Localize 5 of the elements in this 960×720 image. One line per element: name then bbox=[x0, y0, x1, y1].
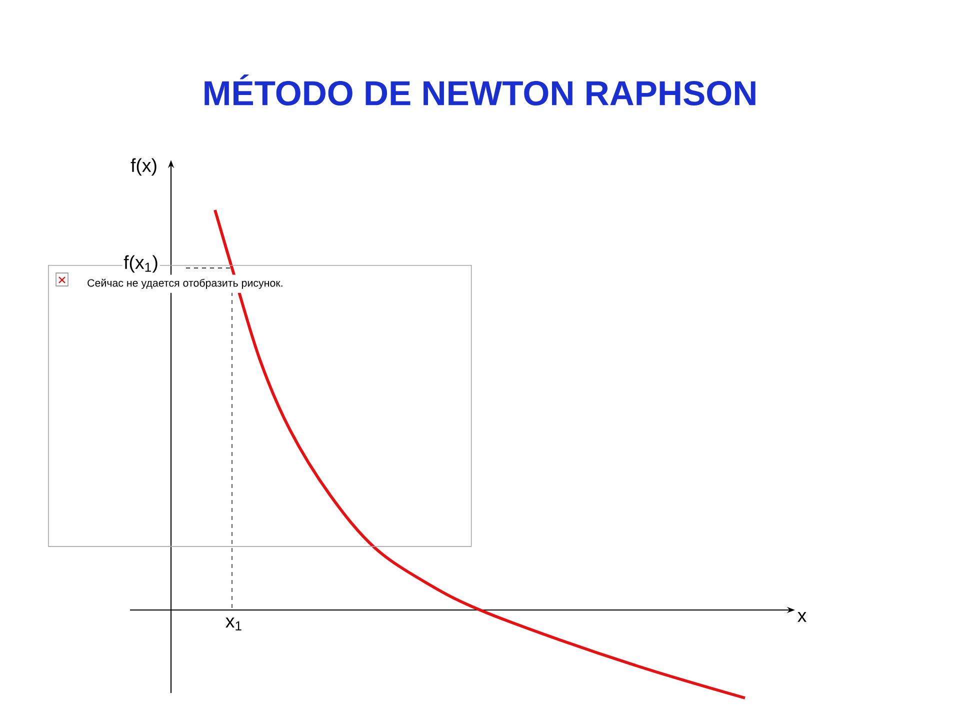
axis-label: x bbox=[796, 610, 808, 624]
axis-label: x$_{1}$ bbox=[224, 616, 244, 632]
axis-label: f(x) bbox=[129, 156, 159, 178]
title: MÉTODO DE NEWTON RAPHSON bbox=[204, 74, 756, 106]
axis-label: f(x$_{1}$) bbox=[122, 254, 160, 274]
